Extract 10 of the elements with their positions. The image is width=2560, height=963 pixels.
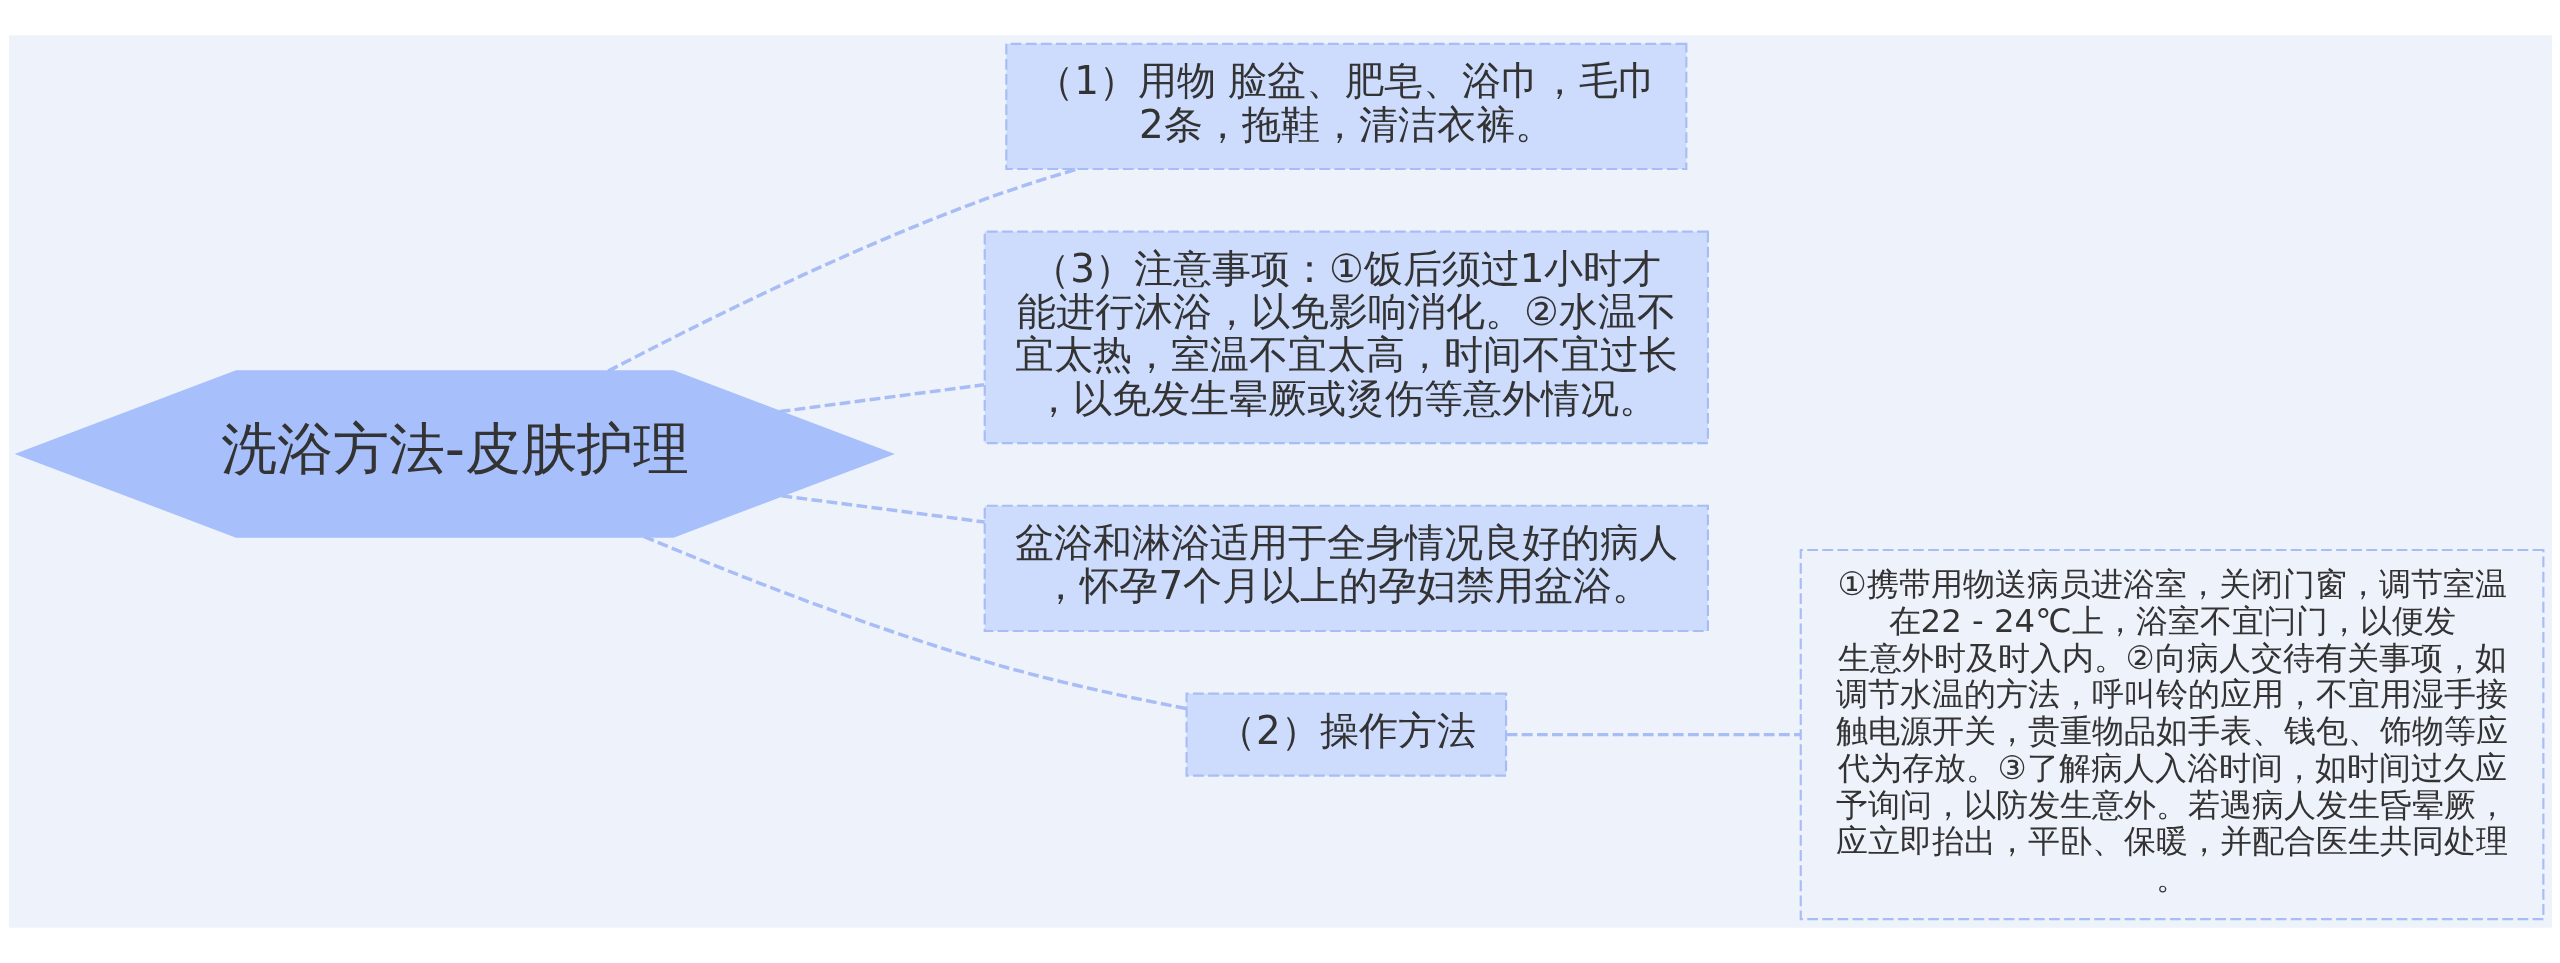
connector (1506, 732, 1800, 737)
connector (606, 167, 1078, 373)
node-box: （2）操作方法 (1185, 692, 1507, 777)
node-box: （1）用物 脸盆、肥皂、浴巾，毛巾2条，拖鞋，清洁衣裤。 (1004, 42, 1687, 171)
connector (642, 535, 1186, 711)
node-box: ①携带用物送病员进浴室，关闭门窗，调节室温在22 - 24℃上，浴室不宜闩门，以便发生意外时及时入内。②向病人交待有关事项，如调节水温的方法，呼叫铃的应用，不宜用湿手接触电源开关，贵重物品如手表、钱包、饰物等应代为存放。③了解病人入浴时间，如时间过久应予询问，以防发生意外。若遇病人发生昏晕厥，应立即抬出，平卧、保暖，并配合医生共同处理。 (1799, 548, 2544, 921)
node-box: （3）注意事项：①饭后须过1小时才能进行沐浴，以免影响消化。②水温不宜太热，室温不宜太高，时间不宜过长，以免发生晕厥或烫伤等意外情况。 (983, 230, 1709, 445)
node-box: 盆浴和淋浴适用于全身情况良好的病人，怀孕7个月以上的孕妇禁用盆浴。 (983, 504, 1709, 633)
connector (779, 383, 984, 414)
connector (780, 494, 985, 524)
